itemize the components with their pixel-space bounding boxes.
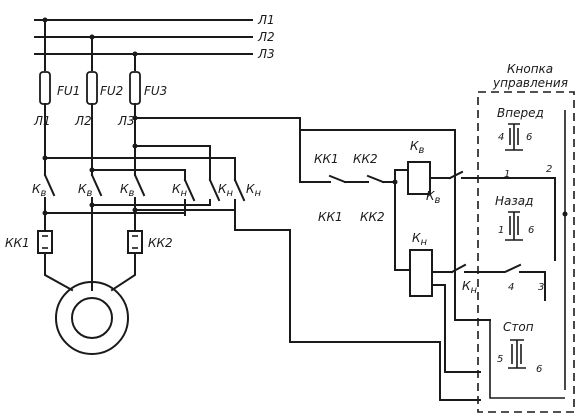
button-stop-label: Стоп — [503, 320, 534, 334]
thermal-relay-kk1 — [37, 230, 53, 254]
thermal-relay-kk2 — [127, 230, 143, 254]
forward-button-symbol: 4 6 — [498, 123, 532, 151]
contact-kv-3: Кв — [120, 182, 135, 199]
terminal-3: 3 — [538, 282, 544, 293]
motor-inner-ring — [71, 297, 113, 339]
control-circuit: КК1 КК2 КК1 КК2 Кв Кн Кв Кн — [234, 117, 541, 401]
motor-outer-ring — [55, 281, 129, 355]
fuses: FU1 FU2 FU3 Л1 Л2 Л3 — [33, 71, 167, 128]
thermal-label-kk2: КК2 — [148, 236, 173, 250]
stop-button-symbol: 5 6 — [497, 339, 542, 375]
phase-label-l2: Л2 — [74, 114, 92, 128]
supply-lines: Л1 Л2 Л3 — [34, 13, 275, 61]
terminal-4b: 4 — [508, 282, 514, 293]
contact-kn-3: Кн — [246, 182, 262, 199]
button-forward-label: Вперед — [497, 106, 544, 120]
button-box: Кнопка управления Вперед Назад Стоп 4 6 … — [477, 62, 575, 413]
terminal-1a: 1 — [504, 169, 510, 180]
kk1-contact-label: КК1 — [314, 152, 339, 166]
contact-kv-2: Кв — [78, 182, 93, 199]
back-button-symbol: 1 6 — [498, 211, 534, 241]
kk1-label: КК1 — [318, 210, 343, 224]
terminal-1b: 1 — [498, 225, 504, 236]
contact-kn-2: Кн — [218, 182, 234, 199]
phase-drops — [42, 17, 138, 71]
button-box-title: Кнопка — [507, 62, 553, 76]
fuse-label-fu2: FU2 — [100, 84, 123, 98]
main-contacts: Кв Кв Кв Кн Кн Кн — [32, 173, 262, 291]
line-label-l1: Л1 — [257, 13, 275, 27]
thermal-relays: КК1 КК2 — [5, 230, 173, 263]
motor — [44, 261, 136, 355]
coil-kn-label: Кн — [412, 231, 428, 248]
phase-label-l3: Л3 — [117, 114, 135, 128]
terminal-2: 2 — [546, 164, 552, 175]
terminal-6b: 6 — [528, 225, 534, 236]
fuse-fu2 — [86, 71, 98, 105]
line-label-l3: Л3 — [257, 47, 275, 61]
thermal-label-kk1: КК1 — [5, 236, 30, 250]
kk2-label: КК2 — [360, 210, 385, 224]
coil-kn — [409, 249, 433, 297]
coil-kv-label: Кв — [410, 139, 425, 156]
kk2-contact-label: КК2 — [353, 152, 378, 166]
contact-kv-1: Кв — [32, 182, 47, 199]
contact-kn-1: Кн — [172, 182, 188, 199]
aux-kv-label: Кв — [426, 189, 441, 206]
button-back-label: Назад — [495, 194, 533, 208]
power-bus — [42, 115, 301, 181]
aux-kn-label: Кн — [462, 279, 478, 296]
fuse-fu1 — [39, 71, 51, 105]
button-box-subtitle: управления — [492, 76, 568, 90]
line-label-l2: Л2 — [257, 30, 275, 44]
fuse-fu3 — [129, 71, 141, 105]
terminal-6c: 6 — [536, 364, 542, 375]
terminal-4a: 4 — [498, 132, 504, 143]
terminal-6a: 6 — [526, 132, 532, 143]
fuse-label-fu3: FU3 — [144, 84, 167, 98]
terminal-5: 5 — [497, 354, 503, 365]
phase-label-l1: Л1 — [33, 114, 51, 128]
fuse-label-fu1: FU1 — [57, 84, 80, 98]
